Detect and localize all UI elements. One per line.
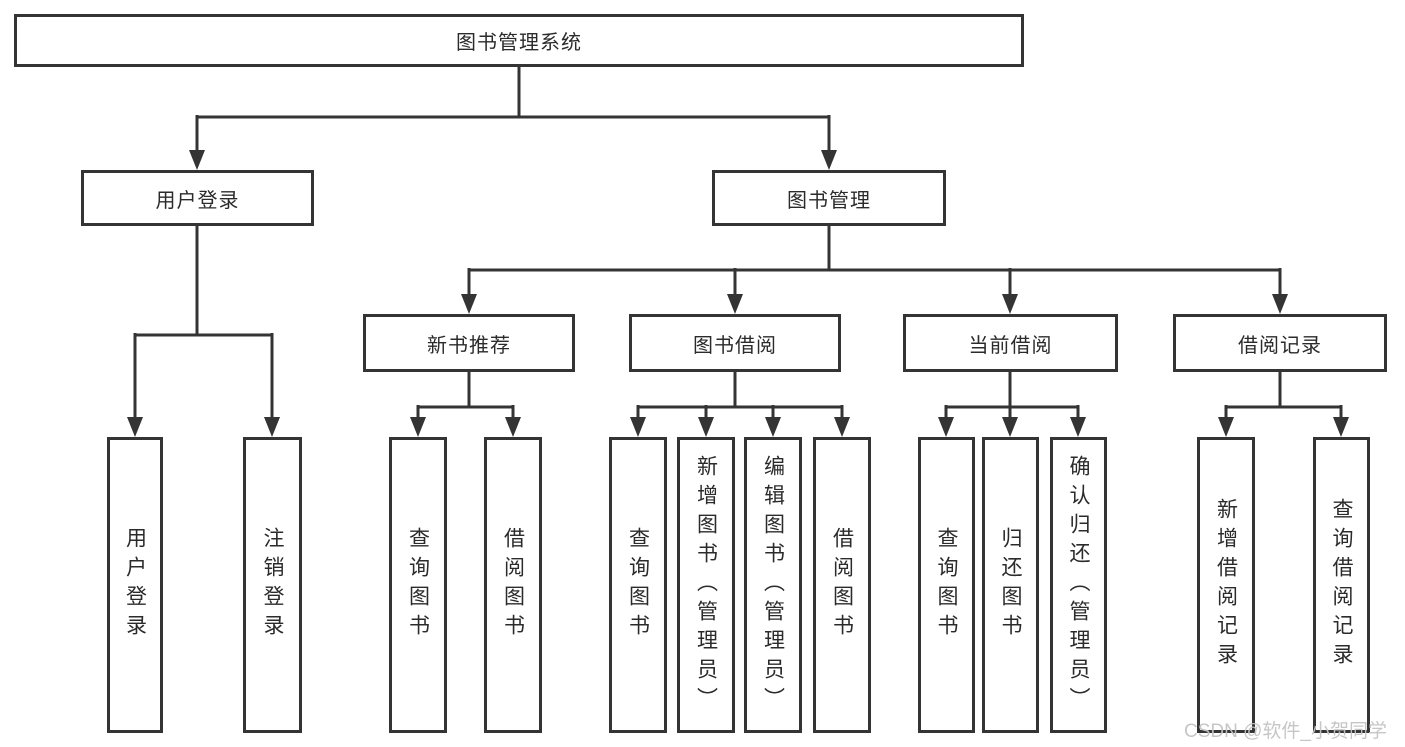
leaf-label: 确认归还（管理员） bbox=[1067, 454, 1090, 716]
leaf-label: 借阅图书 bbox=[501, 527, 525, 643]
leaf-edit-books-admin: 编辑图书（管理员） bbox=[744, 437, 802, 733]
node-new-book-recommend-label: 新书推荐 bbox=[427, 334, 511, 357]
node-borrow-history-label: 借阅记录 bbox=[1238, 334, 1322, 357]
leaf-user-login: 用户登录 bbox=[107, 437, 163, 733]
arrowhead-down-icons bbox=[127, 150, 1349, 437]
leaf-label: 查询借阅记录 bbox=[1330, 498, 1353, 672]
leaf-borrow-books-recommend: 借阅图书 bbox=[484, 437, 542, 733]
leaf-user-login-label: 用户登录 bbox=[123, 527, 147, 643]
leaf-label: 归还图书 bbox=[999, 527, 1022, 643]
node-root-label: 图书管理系统 bbox=[456, 32, 582, 54]
node-new-book-recommend: 新书推荐 bbox=[363, 314, 575, 372]
connector-paths bbox=[133, 67, 1343, 417]
node-borrow-history: 借阅记录 bbox=[1173, 314, 1387, 372]
leaf-add-books-admin: 新增图书（管理员） bbox=[677, 437, 735, 733]
node-root-system: 图书管理系统 bbox=[14, 14, 1024, 67]
node-current-borrow: 当前借阅 bbox=[903, 314, 1118, 372]
leaf-label: 借阅图书 bbox=[830, 527, 854, 643]
leaf-query-borrow-record: 查询借阅记录 bbox=[1313, 437, 1370, 733]
leaf-query-books-current: 查询图书 bbox=[918, 437, 975, 733]
leaf-label: 新增借阅记录 bbox=[1214, 498, 1238, 672]
leaf-logout-label: 注销登录 bbox=[261, 527, 284, 643]
leaf-confirm-return-admin: 确认归还（管理员） bbox=[1050, 437, 1107, 733]
leaf-label: 新增图书（管理员） bbox=[694, 454, 718, 716]
leaf-borrow-books: 借阅图书 bbox=[813, 437, 871, 733]
leaf-return-books: 归还图书 bbox=[982, 437, 1039, 733]
node-current-borrow-label: 当前借阅 bbox=[968, 334, 1053, 357]
node-user-login-label: 用户登录 bbox=[155, 189, 240, 212]
node-book-management-label: 图书管理 bbox=[787, 189, 871, 212]
leaf-label: 查询图书 bbox=[626, 527, 650, 643]
leaf-query-books-recommend: 查询图书 bbox=[389, 437, 447, 733]
leaf-add-borrow-record: 新增借阅记录 bbox=[1197, 437, 1255, 733]
node-user-login: 用户登录 bbox=[81, 170, 314, 226]
leaf-label: 查询图书 bbox=[406, 527, 430, 643]
node-book-borrow: 图书借阅 bbox=[629, 314, 841, 372]
leaf-label: 查询图书 bbox=[935, 527, 958, 643]
leaf-label: 编辑图书（管理员） bbox=[761, 454, 785, 716]
watermark: CSDN @软件_小贺同学 bbox=[1184, 721, 1387, 742]
leaf-logout: 注销登录 bbox=[243, 437, 302, 733]
node-book-management: 图书管理 bbox=[712, 170, 946, 226]
node-book-borrow-label: 图书借阅 bbox=[693, 334, 777, 357]
leaf-query-books-borrow: 查询图书 bbox=[609, 437, 667, 733]
